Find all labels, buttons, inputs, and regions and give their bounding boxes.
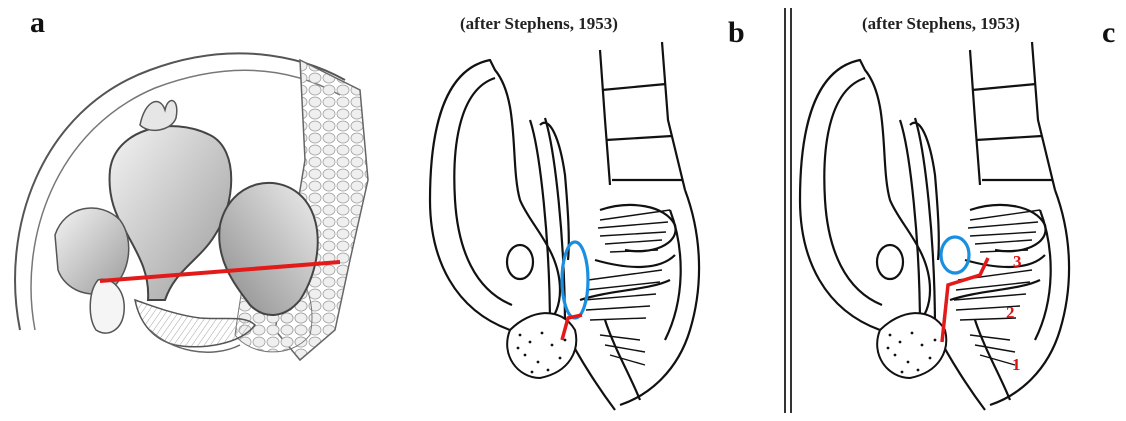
ilium-inner <box>824 78 882 305</box>
vertebra-1 <box>602 84 666 90</box>
blue-circle <box>941 237 969 273</box>
rectum-loop <box>970 205 1046 251</box>
muscle-hatching <box>584 210 670 365</box>
vertebra-2 <box>606 136 672 140</box>
muscle-hatching <box>954 210 1040 365</box>
pubic-ramus-front <box>900 120 920 330</box>
ilium-outer <box>800 60 930 333</box>
vertebra-2 <box>976 136 1042 140</box>
marker-2: 2 <box>1006 303 1015 322</box>
fimbria <box>140 101 177 131</box>
panel-c: (after Stephens, 1953) c <box>790 0 1126 421</box>
ilium-hole <box>877 245 903 279</box>
sacrum-inner <box>1035 210 1051 340</box>
spine-left <box>600 50 610 185</box>
panel-b-illustration <box>400 0 770 421</box>
vertebra-1 <box>972 84 1036 90</box>
spine-right <box>1032 42 1055 190</box>
spine-left <box>970 50 980 185</box>
coccyx-dotted <box>877 313 946 378</box>
panel-divider-left <box>784 8 786 413</box>
rectum-loop <box>600 205 676 251</box>
pubic-bone <box>90 279 124 333</box>
pubic-ramus-back <box>915 118 935 330</box>
panel-a: a <box>0 0 400 421</box>
ilium-inner <box>454 78 512 305</box>
panel-b: (after Stephens, 1953) b <box>400 0 770 421</box>
ilium-outer <box>430 60 560 333</box>
sacrum-inner <box>665 210 681 340</box>
perineum <box>135 300 255 347</box>
floor-line-3 <box>975 320 1010 400</box>
panel-c-illustration: 3 2 1 <box>790 0 1126 421</box>
marker-1: 1 <box>1012 355 1021 374</box>
panel-a-illustration <box>0 0 400 421</box>
pubic-ramus-front <box>530 120 550 330</box>
marker-3: 3 <box>1013 252 1022 271</box>
ilium-hole <box>507 245 533 279</box>
rectum-lower <box>595 255 675 267</box>
rectum-lower <box>965 255 1045 267</box>
spine-right <box>662 42 685 190</box>
rectum <box>219 183 318 315</box>
floor-line-3 <box>605 320 640 400</box>
blue-ellipse <box>562 242 588 318</box>
